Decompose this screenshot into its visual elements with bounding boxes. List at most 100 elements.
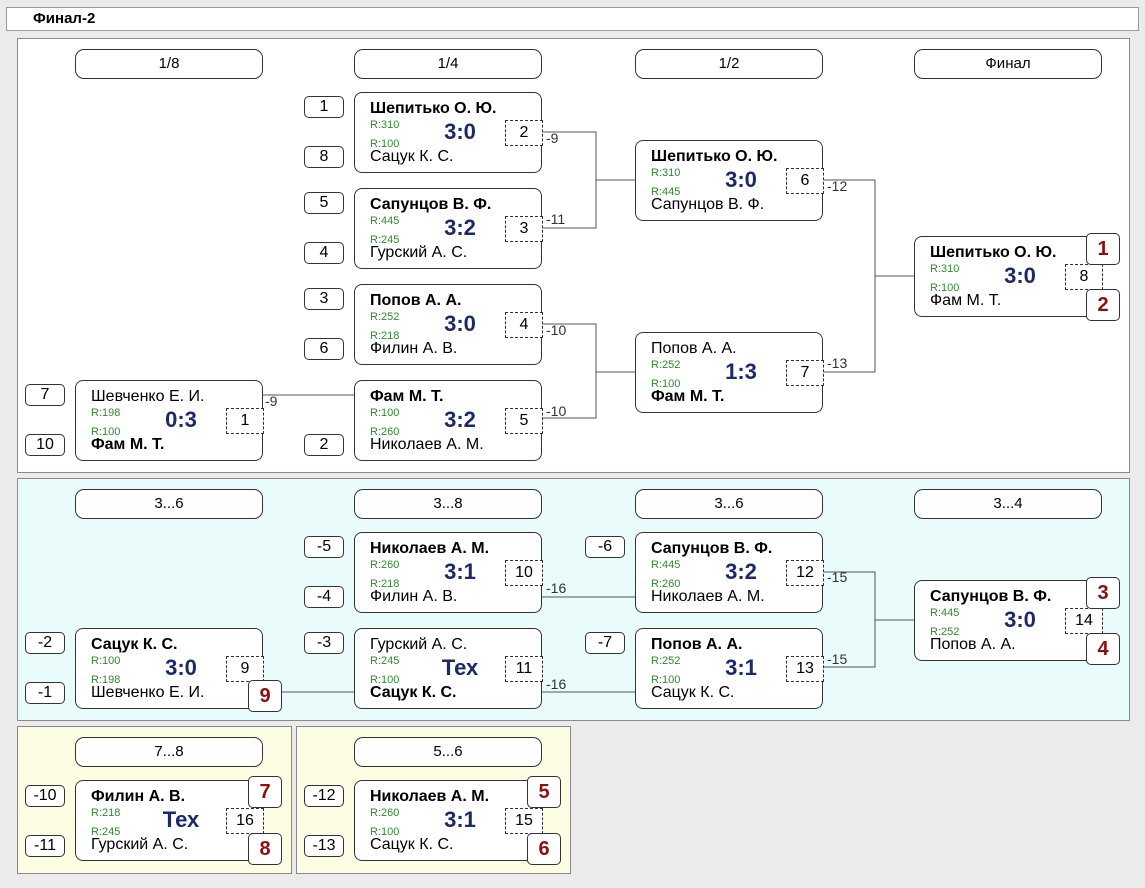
player-1-name: Сапунцов В. Ф. (370, 196, 492, 213)
player-1-rating: R:445 (930, 607, 960, 619)
player-2-rating: R:260 (370, 426, 400, 438)
player-1-rating: R:260 (370, 807, 400, 819)
bracket-line (542, 323, 597, 419)
match-score: 3:2 (444, 407, 476, 432)
seed-box: -6 (585, 536, 625, 558)
player-1-rating: R:100 (91, 655, 121, 667)
player-2-rating: R:100 (651, 674, 681, 686)
player-2-name: Фам М. Т. (91, 436, 165, 453)
player-2-name: Сапунцов В. Ф. (651, 196, 765, 213)
player-1-rating: R:100 (370, 407, 400, 419)
player-2-rating: R:198 (91, 674, 121, 686)
round-header-3-8: 3...8 (354, 489, 542, 519)
player-1-name: Николаев А. М. (370, 788, 490, 805)
player-2-rating: R:218 (370, 578, 400, 590)
seed-box: -7 (585, 632, 625, 654)
player-1-name: Попов А. А. (651, 636, 743, 653)
player-1-name: Попов А. А. (370, 292, 462, 309)
seed-box: -12 (304, 785, 344, 807)
player-1-rating: R:310 (370, 119, 400, 131)
round-header-3-6-a: 3...6 (75, 489, 263, 519)
loser-link-label: -16 (546, 676, 567, 692)
player-2-name: Гурский А. С. (91, 836, 189, 853)
player-2-rating: R:100 (370, 674, 400, 686)
seed-box: 3 (304, 288, 344, 310)
round-header-7-8: 7...8 (75, 737, 263, 767)
player-1-name: Шепитько О. Ю. (651, 148, 778, 165)
place-box: 1 (1086, 233, 1120, 265)
player-2-name: Фам М. Т. (930, 292, 1002, 309)
match-score: 3:2 (444, 215, 476, 240)
loser-link-label: -16 (546, 580, 567, 596)
seed-box: 1 (304, 96, 344, 118)
seed-box: -1 (25, 682, 65, 704)
place-box: 6 (527, 833, 561, 865)
match-number: 13 (786, 656, 824, 682)
player-2-name: Гурский А. С. (370, 244, 468, 261)
player-2-rating: R:245 (370, 234, 400, 246)
match-score: 3:0 (165, 655, 197, 680)
match-number: 3 (505, 216, 543, 242)
player-2-name: Филин А. В. (370, 340, 458, 357)
page-title: Финал-2 (33, 10, 96, 27)
player-1-name: Шепитько О. Ю. (370, 100, 497, 117)
player-2-name: Сацук К. С. (651, 684, 735, 701)
player-1-rating: R:218 (91, 807, 121, 819)
player-2-name: Попов А. А. (930, 636, 1016, 653)
loser-link-label: -11 (546, 211, 566, 227)
player-1-rating: R:245 (370, 655, 400, 667)
player-2-rating: R:100 (370, 826, 400, 838)
match-score: Тех (441, 655, 479, 680)
seed-box: 10 (25, 434, 65, 456)
player-2-rating: R:218 (370, 330, 400, 342)
seed-box: 2 (304, 434, 344, 456)
loser-link-label: -9 (265, 393, 278, 409)
player-1-rating: R:445 (370, 215, 400, 227)
place-box: 7 (248, 776, 282, 808)
player-1-name: Николаев А. М. (370, 540, 490, 557)
match-number: 11 (505, 656, 543, 682)
player-2-name: Шевченко Е. И. (91, 684, 205, 701)
match-score: 3:0 (444, 119, 476, 144)
player-2-rating: R:100 (370, 138, 400, 150)
window-title-bar: Финал-2 (6, 7, 1139, 31)
player-1-name: Попов А. А. (651, 340, 737, 357)
player-2-rating: R:100 (930, 282, 960, 294)
player-1-rating: R:310 (651, 167, 681, 179)
match-score: 3:0 (1004, 263, 1036, 288)
match-number: 16 (226, 808, 264, 834)
match-number: 12 (786, 560, 824, 586)
place-box: 4 (1086, 633, 1120, 665)
match-number: 15 (505, 808, 543, 834)
match-score: 0:3 (165, 407, 197, 432)
match-score: 3:0 (1004, 607, 1036, 632)
round-header-5-6: 5...6 (354, 737, 542, 767)
player-1-rating: R:252 (370, 311, 400, 323)
player-1-rating: R:252 (651, 655, 681, 667)
loser-link-label: -13 (827, 355, 848, 371)
match-score: 3:0 (444, 311, 476, 336)
seed-box: -10 (25, 785, 65, 807)
round-header-3-6-b: 3...6 (635, 489, 823, 519)
place-box: 3 (1086, 577, 1120, 609)
place-box: 8 (248, 833, 282, 865)
player-2-name: Фам М. Т. (651, 388, 725, 405)
seed-box: -3 (304, 632, 344, 654)
player-1-rating: R:445 (651, 559, 681, 571)
